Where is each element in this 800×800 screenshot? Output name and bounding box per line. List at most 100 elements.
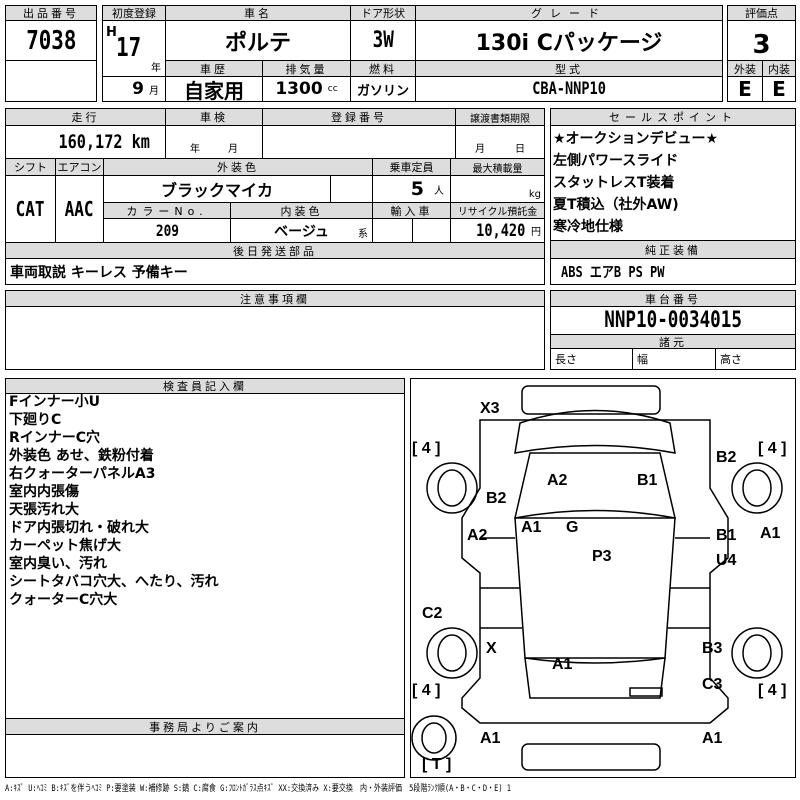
color-no: 209 xyxy=(103,218,231,243)
car-diagram xyxy=(411,385,783,771)
door-label: ドア形状 xyxy=(350,5,416,21)
inspector-note: Fインナー小U xyxy=(9,394,100,410)
mark-b1-right-door: B1 xyxy=(716,527,737,544)
sales-points-list: ★オークションデビュー★ 左側パワースライド スタットレスT装着 夏T積込（社外… xyxy=(553,128,718,238)
mark-a2-windshield: A2 xyxy=(547,472,568,489)
mark-tire-fl: [ 4 ] xyxy=(412,440,441,457)
equipment: ABS エアB PS PW xyxy=(550,258,796,285)
ac: AAC xyxy=(55,175,104,243)
color-empty xyxy=(330,175,373,203)
seats-label: 乗車定員 xyxy=(372,158,451,176)
interior-label: 内装色 xyxy=(230,202,373,219)
inspector-note: RインナーC穴 xyxy=(9,430,101,446)
mark-x3: X3 xyxy=(480,400,500,417)
displacement-label: 排気量 xyxy=(262,60,351,77)
mark-g: G xyxy=(566,519,579,536)
mileage: 160,172 km xyxy=(5,125,166,159)
mark-a1-pillar: A1 xyxy=(521,519,542,536)
later-parts-label: 後日発送部品 xyxy=(5,242,545,259)
recycle-label: リサイクル預託金 xyxy=(450,202,545,219)
lot-label: 出品番号 xyxy=(5,5,97,21)
inspector-note: カーペット焦げ大 xyxy=(9,538,121,554)
load-label: 最大積載量 xyxy=(450,158,545,176)
import-cell-2 xyxy=(412,218,451,243)
wheel-front-left xyxy=(426,462,478,514)
sales-point: 左側パワースライド xyxy=(553,153,679,169)
license-plate-shape xyxy=(629,687,663,697)
car-body-outline xyxy=(461,419,729,724)
sales-point: スタットレスT装着 xyxy=(553,175,675,191)
inspector-note: 室内臭い、汚れ xyxy=(9,556,107,572)
fuel-label: 燃料 xyxy=(350,60,416,77)
shift: CAT xyxy=(5,175,56,243)
color-label: 外装色 xyxy=(103,158,373,176)
legend: A:ｷｽﾞ U:ﾍｺﾐ B:ｷｽﾞを伴うﾍｺﾐ P:要塗装 W:補修跡 S:錆 … xyxy=(5,784,512,794)
ext-grade: E xyxy=(727,76,763,102)
displacement: 1300 cc xyxy=(262,76,351,102)
transfer-label: 譲渡書類期限 xyxy=(455,108,545,126)
mark-c3: C3 xyxy=(702,676,723,693)
reg-no-label: 登録番号 xyxy=(262,108,456,126)
load: kg xyxy=(450,175,545,203)
mark-c2: C2 xyxy=(422,605,443,622)
inspector-note: 外装色 あせ、鉄粉付着 xyxy=(9,448,154,464)
mark-b2-left: B2 xyxy=(486,490,507,507)
inspector-note: 右クォーターパネルA3 xyxy=(9,466,156,482)
car-name: ポルテ xyxy=(165,20,351,61)
first-reg-month: 9 月 xyxy=(102,76,166,102)
mark-b2-right-fender: B2 xyxy=(716,449,737,466)
color: ブラックマイカ xyxy=(103,175,331,203)
mark-a2-left-door: A2 xyxy=(467,527,488,544)
sales-point: 夏T積込（社外AW) xyxy=(553,197,679,213)
inspector-note: 天張汚れ大 xyxy=(9,502,79,518)
mark-b3: B3 xyxy=(702,640,723,657)
mark-a1-bumper-left: A1 xyxy=(480,730,501,747)
sales-point: 寒冷地仕様 xyxy=(553,219,623,235)
first-reg-year: H 17 年 xyxy=(102,20,166,77)
mark-spare: [ T ] xyxy=(422,756,452,773)
mark-a1-rear: A1 xyxy=(552,656,573,673)
inspector-note: 下廻りC xyxy=(9,412,62,428)
import-cell-1 xyxy=(372,218,413,243)
inspector-note: クォーターC穴大 xyxy=(9,592,118,608)
mark-p3-roof: P3 xyxy=(592,548,612,565)
spec-width: 幅 xyxy=(632,348,716,370)
lot-number: 7038 xyxy=(5,20,97,61)
mark-b1-hood: B1 xyxy=(637,472,658,489)
history: 自家用 xyxy=(165,76,263,102)
ac-label: エアコン xyxy=(55,158,104,176)
int-label: 内装 xyxy=(762,60,796,77)
color-no-label: カラーNo. xyxy=(103,202,231,219)
lot-empty xyxy=(5,60,97,102)
mark-a1-right: A1 xyxy=(760,525,781,542)
sales-point: ★オークションデビュー★ xyxy=(553,131,719,147)
interior: ベージュ系 xyxy=(230,218,373,243)
office-box xyxy=(5,734,405,778)
car-diagram-frame xyxy=(410,378,796,778)
wheel-front-right xyxy=(731,462,783,514)
score-label: 評価点 xyxy=(727,5,796,21)
mark-a1-bumper-right: A1 xyxy=(702,730,723,747)
shift-label: シフト xyxy=(5,158,56,176)
inspector-label: 検査員記入欄 xyxy=(5,378,405,394)
inspection: 年月 xyxy=(165,125,263,159)
inspector-note: シートタバコ穴大、へたり、汚れ xyxy=(9,574,219,590)
spec-length: 長さ xyxy=(550,348,633,370)
history-label: 車歴 xyxy=(165,60,263,77)
mileage-label: 走行 xyxy=(5,108,166,126)
rear-glass-shape xyxy=(524,657,666,699)
equipment-label: 純正装備 xyxy=(550,240,796,259)
sales-points-label: セールスポイント xyxy=(550,108,796,126)
inspector-list: Fインナー小U 下廻りC RインナーC穴 外装色 あせ、鉄粉付着 右クォーターパ… xyxy=(9,393,218,609)
inspection-label: 車検 xyxy=(165,108,263,126)
grade: 130i Cパッケージ xyxy=(415,20,723,61)
mark-x: X xyxy=(486,640,497,657)
hood-shape xyxy=(514,409,676,454)
mark-tire-rl: [ 4 ] xyxy=(412,682,441,699)
name-label: 車名 xyxy=(165,5,351,21)
reg-no xyxy=(262,125,456,159)
grade-label: グレード xyxy=(415,5,723,21)
spec-height: 高さ xyxy=(715,348,796,370)
